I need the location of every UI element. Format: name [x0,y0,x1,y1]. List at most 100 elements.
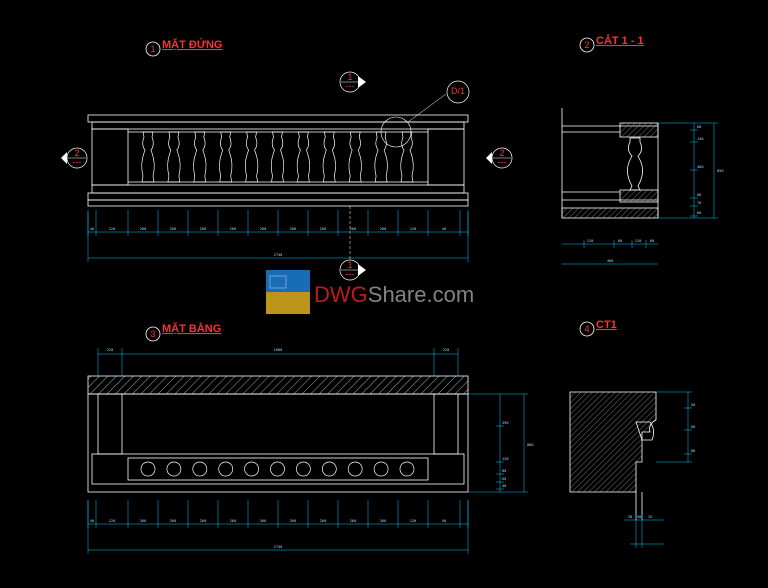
plan-baluster [244,461,259,477]
elevation-marker-right: 2 --- [486,147,513,169]
title-elevation-label: MẶT ĐỨNG [162,38,222,51]
plan-baluster [270,461,285,477]
section-marker-top: 1 --- [339,71,366,93]
marker-right-sheet: --- [498,157,507,167]
plan-side-dim-labels: 390 120 80 60 40 [496,421,509,490]
title-elevation-number: 1 [150,44,155,54]
baluster [219,131,233,183]
baluster [296,131,311,183]
marker-left-num: 2 [74,148,79,158]
plan-dim-label: 120 [109,519,116,523]
section-dimensions [562,122,718,265]
elevation-dim-label: 260 [320,227,327,231]
elevation-marker-left: 2 --- [61,147,88,169]
title-detail-label: CT1 [596,319,617,331]
plan-baluster [347,461,363,477]
plan-dim-label: 120 [410,519,417,523]
plan-baluster [399,461,415,477]
detail-right-dim-label: 80 [691,449,695,453]
plan-side-dim-label: 40 [502,484,506,488]
baluster [244,131,259,183]
title-elevation: 1 MẶT ĐỨNG [145,38,222,57]
detail-bottom-dim-label: 30 [628,515,632,519]
plan-baluster [192,461,208,477]
dwgshare-watermark: DWGShare.com [266,270,474,314]
plan-top-dim-label: 220 [443,348,450,352]
section-marker-bottom: 1 --- [339,206,366,281]
plan-dim-label: 260 [200,519,207,523]
plan-dim-label: 260 [290,519,297,523]
title-detail-number: 4 [584,324,589,334]
section-marker-bottom-num: 1 [347,260,352,270]
marker-right-num: 2 [499,148,504,158]
elevation-dim-label: 260 [140,227,147,231]
baluster [322,131,336,183]
section-right-dim-label: 460 [697,165,704,169]
elevation-dim-label: 260 [200,227,207,231]
plan-side-total-dim: 880 [527,443,534,447]
plan-dim-label: 40 [442,519,446,523]
elevation-dim-label: 120 [109,227,116,231]
title-plan: 3 MẶT BẰNG [145,322,221,342]
plan-side-dim-label: 390 [502,421,509,425]
section-right-dim-label: 60 [697,211,701,215]
detail-view [569,391,657,520]
elevation-dim-ticks [87,210,469,236]
plan-baluster [140,461,156,477]
section-bottom-dim-label: 120 [635,239,642,243]
section-view [561,108,659,219]
plan-dim-label: 260 [260,519,267,523]
section-bottom-dim-label: 60 [650,239,654,243]
plan-top-dim-label: 1600 [274,348,283,352]
elevation-dim-label: 260 [290,227,297,231]
elevation-dim-label: 260 [260,227,267,231]
detail-callout: D/1 [380,80,470,148]
elevation-dim-label: 120 [410,227,417,231]
title-plan-number: 3 [150,329,155,339]
baluster [348,131,362,183]
elevation-dim-label: 260 [230,227,237,231]
title-detail: 4 CT1 [579,319,617,337]
elevation-view [87,114,469,207]
title-plan-label: MẶT BẰNG [162,322,221,335]
title-section: 2 CẮT 1 - 1 [579,34,644,53]
baluster [270,131,285,183]
plan-dim-label: 260 [230,519,237,523]
plan-baluster [373,461,389,477]
section-bottom-total-dim: 400 [607,259,614,263]
plan-view [87,375,469,493]
detail-right-dim-label: 50 [691,403,695,407]
plan-side-dim-label: 80 [502,469,506,473]
detail-dimensions [624,391,692,548]
baluster [167,131,181,183]
section-marker-top-sheet: --- [346,81,355,91]
elevation-dim-label: 40 [442,227,446,231]
watermark-logo-text: DWGShare.com [314,282,474,307]
title-section-number: 2 [584,40,589,50]
plan-dim-label: 260 [170,519,177,523]
plan-dim-label: 260 [140,519,147,523]
section-total-dim: 850 [717,169,724,173]
detail-bottom-dim-label: 50 [637,515,641,519]
detail-right-dim-label: 60 [691,425,695,429]
baluster [400,131,414,183]
section-right-dim-label: 60 [697,125,701,129]
plan-baluster [296,461,311,477]
plan-dim-label: 260 [320,519,327,523]
plan-baluster [218,461,234,477]
plan-baluster [166,461,182,477]
baluster-row [141,131,414,183]
plan-side-dim-label: 60 [502,477,506,481]
elevation-dim-label: 260 [170,227,177,231]
plan-dim-ticks [87,500,469,528]
plan-side-dim-label: 120 [502,457,509,461]
detail-callout-label: D/1 [451,86,465,96]
plan-baluster-row [140,461,415,477]
plan-total-dim: 2740 [274,545,283,549]
section-marker-top-num: 1 [347,72,352,82]
